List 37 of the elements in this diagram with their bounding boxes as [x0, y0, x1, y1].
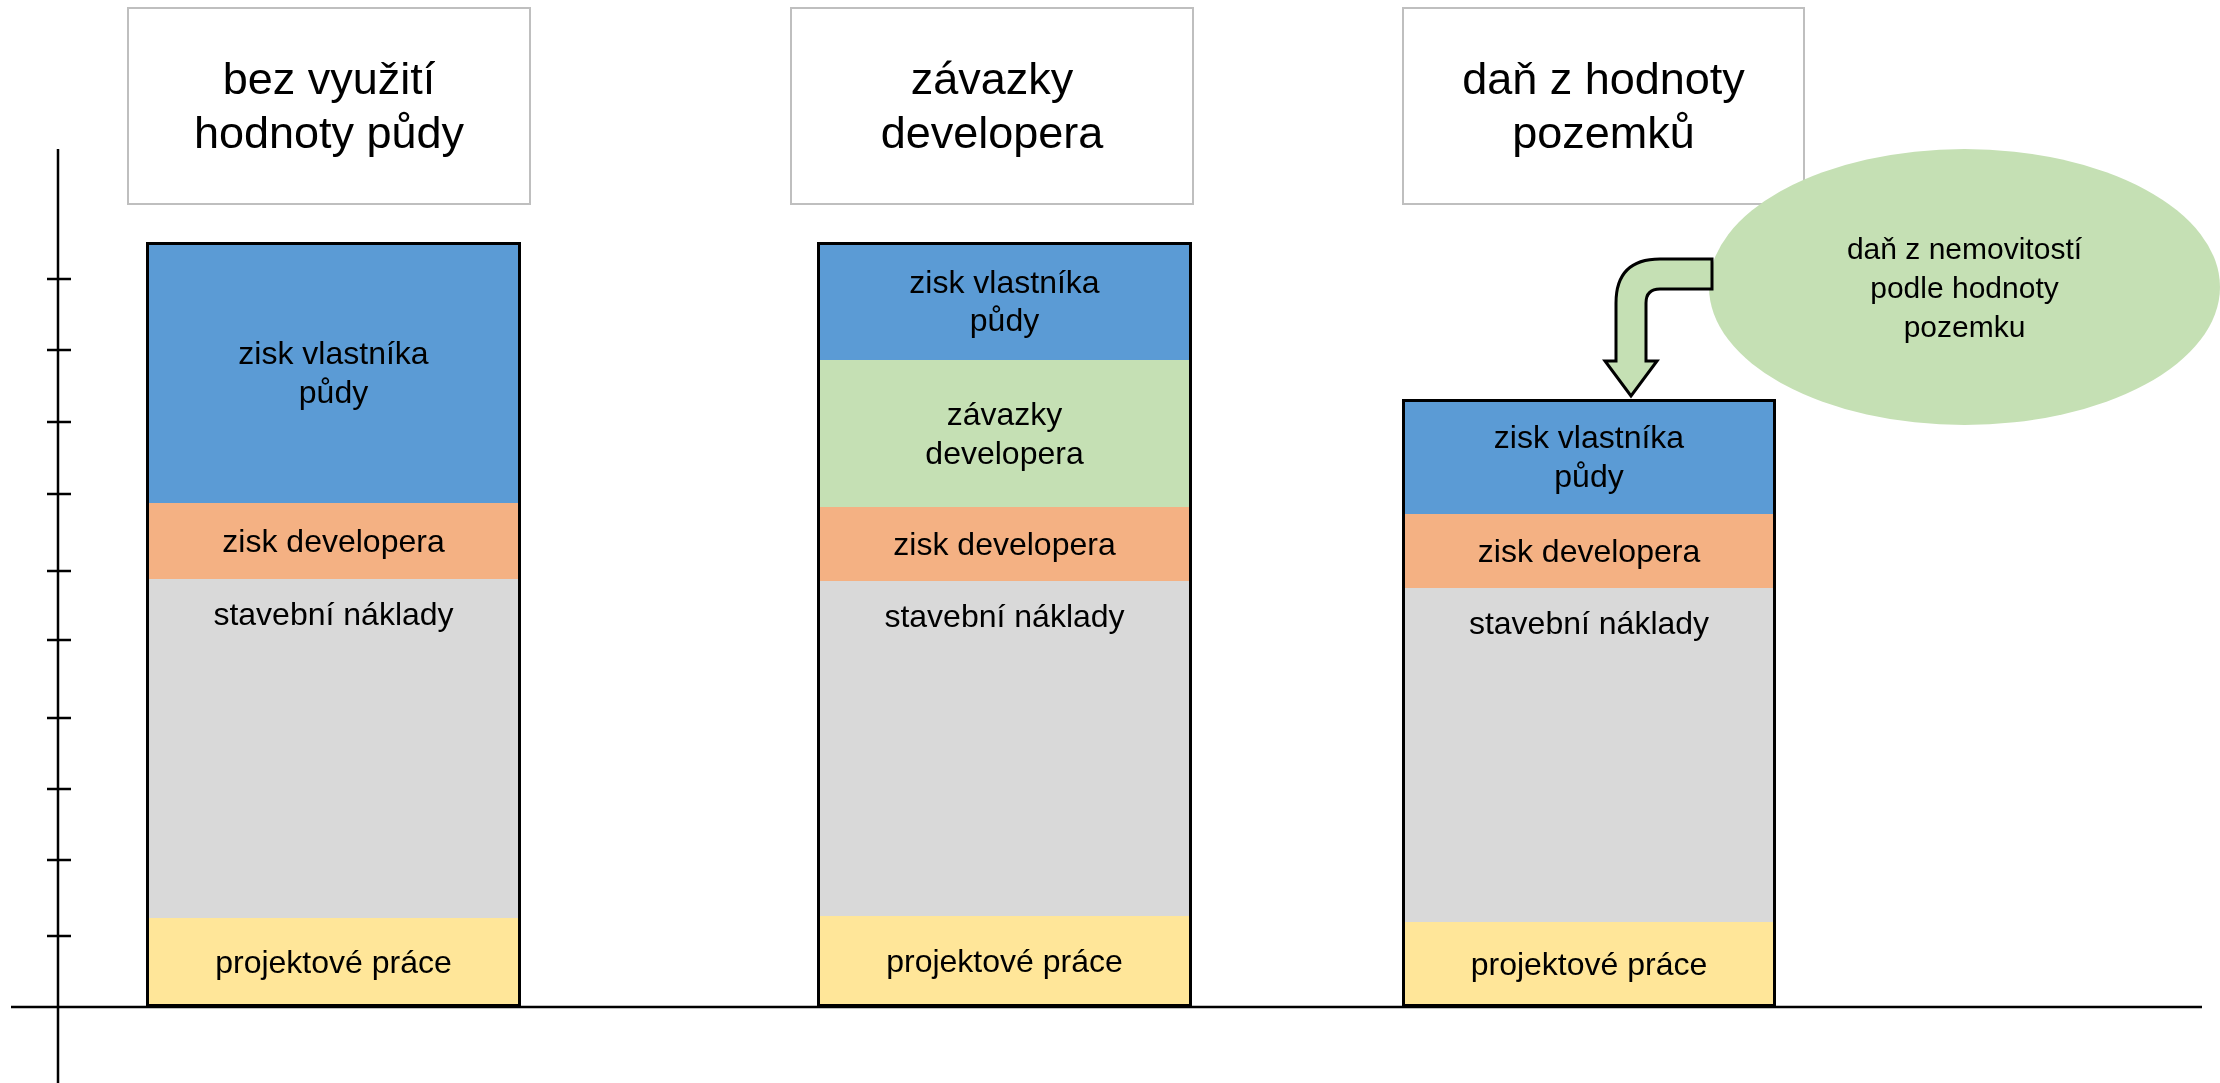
label-text: zisk vlastníka půdy [908, 262, 1101, 340]
bar-segment [1402, 922, 1776, 1007]
label-text: zisk developera [893, 524, 1116, 564]
label-text: stavební náklady [213, 595, 454, 634]
label-text: zisk developera [222, 521, 445, 561]
label-text: zisk vlastníka půdy [237, 334, 430, 411]
bar-segment [817, 242, 1192, 360]
label-text: zisk developera [1477, 531, 1701, 571]
column-heading [1402, 7, 1805, 205]
bar-segment [146, 918, 521, 1007]
stacked-bar [1402, 399, 1776, 1007]
bar-segment [817, 507, 1192, 581]
bar-segment [817, 916, 1192, 1007]
column-heading [790, 7, 1194, 205]
bar-segment [817, 360, 1192, 507]
bar-segment [146, 579, 521, 918]
bar-segment [146, 242, 521, 503]
label-text: závazky developera [879, 52, 1105, 160]
label-text: bez využití hodnoty půdy [192, 52, 466, 160]
column-heading [127, 7, 531, 205]
bar-segment [146, 503, 521, 579]
label-text: závazky developera [924, 395, 1085, 472]
stacked-bar [146, 242, 521, 1007]
label-text: projektové práce [1470, 945, 1708, 984]
label-text: daň z nemovitostí podle hodnoty pozemku [1845, 230, 2084, 345]
bar-segment [817, 581, 1192, 916]
label-text: stavební náklady [884, 597, 1125, 636]
bar-segment [1402, 588, 1776, 922]
label-text: stavební náklady [1468, 604, 1710, 643]
block-arrow [1603, 257, 1714, 398]
label-text: projektové práce [886, 942, 1123, 981]
bar-segment [1402, 399, 1776, 514]
stacked-bar [817, 242, 1192, 1007]
label-text: zisk vlastníka půdy [1492, 418, 1686, 495]
bar-segment [1402, 514, 1776, 588]
label-text: daň z hodnoty pozemků [1461, 52, 1746, 160]
label-text: projektové práce [215, 943, 452, 982]
